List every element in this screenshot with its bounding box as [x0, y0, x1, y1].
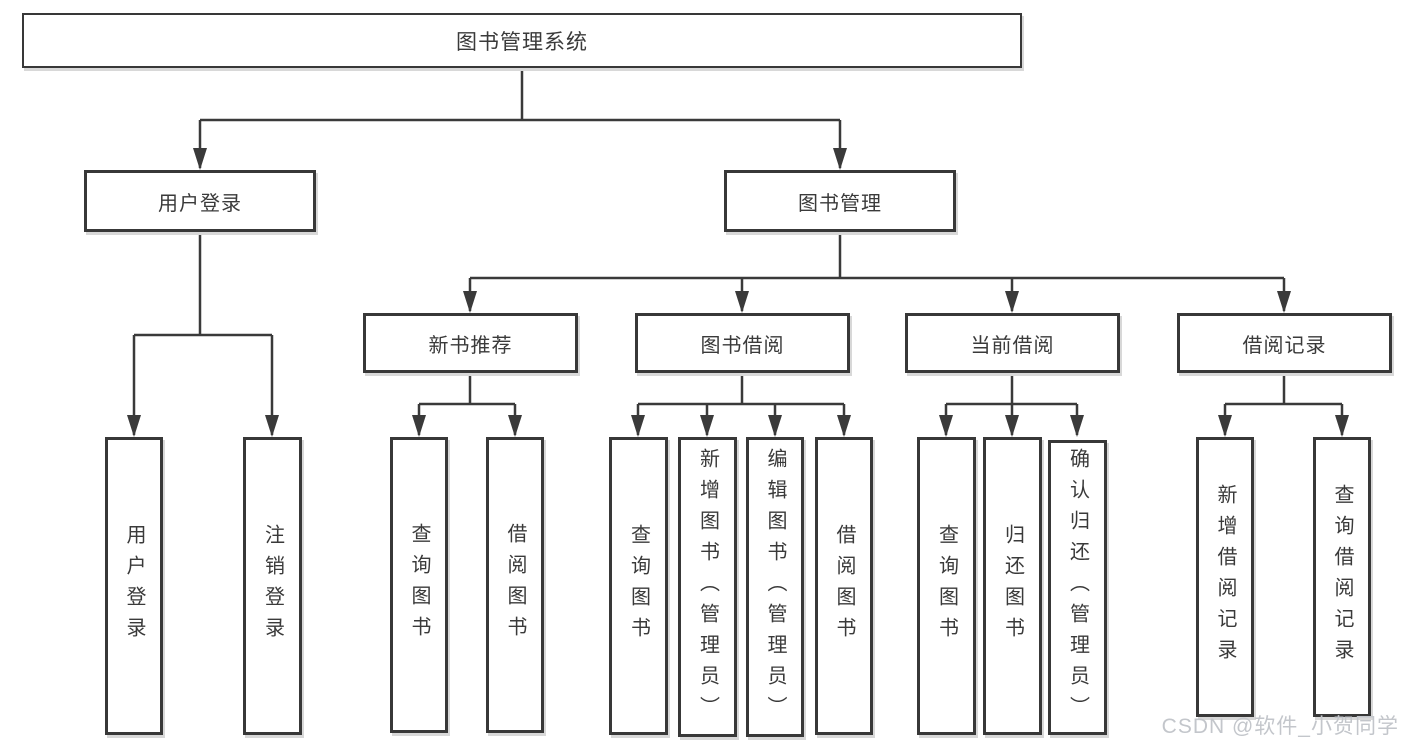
node-new-book-recommendation: 新书推荐: [363, 313, 578, 373]
node-label: 借阅图书: [504, 523, 526, 647]
node-label: 查询图书: [627, 524, 650, 648]
leaf-edit-books-admin: 编辑图书（管理员）: [746, 437, 804, 737]
arrowhead-icons: [127, 148, 1349, 437]
leaf-add-books-admin: 新增图书（管理员）: [678, 437, 737, 737]
csdn-watermark: CSDN @软件_小贺同学: [1161, 715, 1399, 738]
node-label: 图书借阅: [700, 334, 785, 357]
node-label: 新增借阅记录: [1214, 484, 1236, 670]
leaf-logout: 注销登录: [243, 437, 302, 735]
leaf-query-books-2: 查询图书: [609, 437, 668, 735]
node-current-borrowing: 当前借阅: [905, 313, 1120, 373]
node-book-management: 图书管理: [724, 170, 956, 232]
node-label: 归还图书: [1001, 524, 1024, 648]
node-label: 借阅图书: [833, 524, 855, 648]
node-label: 用户登录: [123, 524, 145, 648]
node-label: 当前借阅: [970, 334, 1055, 357]
leaf-borrow-books-2: 借阅图书: [815, 437, 873, 735]
leaf-query-borrow-record: 查询借阅记录: [1313, 437, 1371, 717]
node-label: 查询图书: [408, 523, 430, 647]
node-library-management-system: 图书管理系统: [22, 13, 1022, 68]
leaf-query-books-1: 查询图书: [390, 437, 448, 733]
leaf-borrow-books-1: 借阅图书: [486, 437, 544, 733]
node-label: 查询图书: [935, 524, 958, 648]
node-user-login: 用户登录: [84, 170, 316, 232]
leaf-user-login: 用户登录: [105, 437, 163, 735]
node-label: 用户登录: [158, 192, 242, 215]
node-borrowing-records: 借阅记录: [1177, 313, 1392, 373]
leaf-add-borrow-record: 新增借阅记录: [1196, 437, 1254, 717]
node-label: 新书推荐: [428, 334, 513, 357]
node-label: 查询借阅记录: [1331, 484, 1353, 670]
node-label: 编辑图书（管理员）: [764, 447, 786, 727]
node-book-borrowing: 图书借阅: [635, 313, 850, 373]
leaf-return-books: 归还图书: [983, 437, 1042, 735]
leaf-confirm-return-admin: 确认归还（管理员）: [1048, 440, 1107, 735]
node-label: 图书管理系统: [456, 30, 588, 54]
node-label: 新增图书（管理员）: [696, 447, 719, 727]
node-label: 注销登录: [261, 524, 284, 648]
leaf-query-books-3: 查询图书: [917, 437, 976, 735]
node-label: 确认归还（管理员）: [1066, 448, 1089, 727]
node-label: 图书管理: [798, 192, 882, 215]
node-label: 借阅记录: [1242, 334, 1327, 357]
